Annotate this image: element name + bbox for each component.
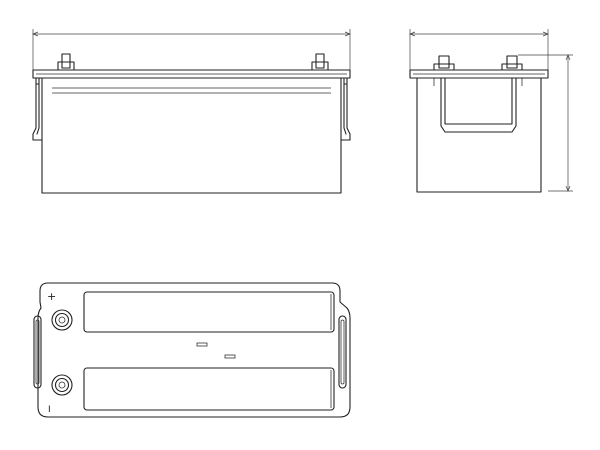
top-cover-panel-lower bbox=[83, 367, 335, 411]
front-terminal-right bbox=[311, 53, 329, 71]
top-handle-left bbox=[33, 315, 42, 389]
top-outline bbox=[37, 282, 351, 418]
top-terminal-positive bbox=[51, 309, 73, 331]
top-view: + I bbox=[33, 282, 351, 418]
front-handle-right bbox=[340, 77, 351, 141]
side-height-dimension bbox=[518, 54, 573, 192]
front-width-dimension bbox=[32, 29, 351, 72]
top-terminal-negative bbox=[51, 374, 73, 396]
vent-mark-lower bbox=[224, 354, 236, 359]
side-terminal-right bbox=[501, 55, 523, 71]
side-view bbox=[409, 29, 573, 193]
front-terminal-left bbox=[57, 53, 75, 71]
vent-mark-upper bbox=[196, 342, 208, 347]
front-view bbox=[32, 29, 351, 194]
side-body bbox=[416, 77, 542, 193]
negative-polarity-symbol: I bbox=[48, 405, 51, 415]
positive-polarity-symbol: + bbox=[47, 290, 56, 303]
top-handle-right bbox=[338, 315, 347, 389]
side-width-dimension bbox=[409, 29, 549, 72]
front-handle-left bbox=[32, 77, 43, 141]
side-terminal-left bbox=[433, 55, 455, 71]
side-carry-handle bbox=[440, 77, 517, 133]
front-body bbox=[41, 77, 342, 194]
top-cover-panel-upper bbox=[83, 291, 335, 333]
